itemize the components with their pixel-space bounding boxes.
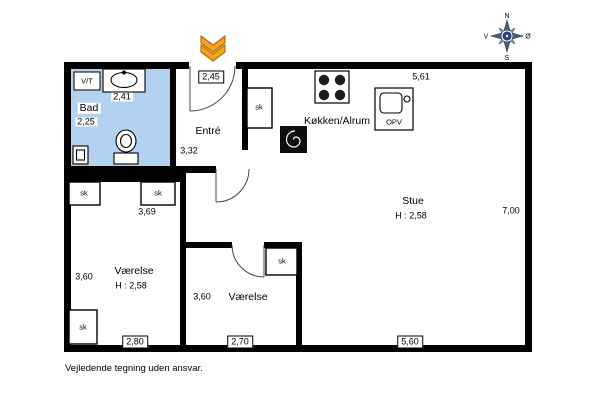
compass-south-label: S (505, 55, 510, 62)
dim-stue-depth: 7,00 (502, 205, 520, 216)
toilet-icon (113, 129, 139, 165)
entrance-arrow-icon (200, 35, 226, 62)
dim-entre-depth: 3,32 (180, 145, 198, 156)
dim-bad-width: 2,41 (111, 91, 133, 102)
closet-label-entre: sk (255, 102, 263, 112)
dim-vaerelse1-width: 2,80 (122, 335, 148, 349)
room-label-kokken-alrum: Køkken/Alrum (304, 114, 370, 127)
room-label-vaerelse2: Værelse (228, 290, 268, 303)
closet-label-vaerelse2: sk (278, 256, 286, 266)
compass-north-label: N (504, 13, 509, 20)
vt-label: V/T (81, 76, 93, 86)
dim-kokken-width: 5,61 (412, 71, 430, 82)
drain-icon (72, 145, 89, 165)
ventilation-spiral-icon (280, 126, 307, 153)
dim-vaerelse2-depth: 3,60 (193, 291, 211, 302)
room-label-stue: Stue (402, 194, 424, 207)
compass-rose-icon: N Ø S V (484, 13, 532, 62)
closet-label-vaerelse1-bottom: sk (79, 322, 87, 332)
dim-bad-depth: 2,25 (75, 116, 97, 127)
closet-label-vaerelse1-right: sk (154, 188, 162, 198)
washbasin-icon (102, 68, 146, 93)
walls (64, 62, 532, 352)
room-label-entre: Entré (195, 124, 221, 137)
dim-vaerelse2-width: 2,70 (227, 335, 253, 349)
opv-label: OPV (386, 117, 402, 127)
closet-label-vaerelse1-left: sk (80, 188, 88, 198)
dim-entrance-width: 2,45 (198, 70, 224, 84)
dim-stue-width: 5,60 (397, 335, 423, 349)
ceiling-height-vaerelse1: H : 2,58 (115, 280, 147, 291)
closet-boxes (68, 87, 298, 345)
disclaimer-text: Vejledende tegning uden ansvar. (65, 363, 203, 374)
dim-vaerelse1-depth: 3,60 (75, 271, 93, 282)
door-swings (189, 65, 265, 278)
room-label-bad: Bad (77, 101, 101, 114)
vt-box (73, 71, 101, 91)
dim-vaerelse1-inner-width: 3,69 (138, 206, 156, 217)
dishwasher-sink-icon (374, 87, 414, 131)
ceiling-height-stue: H : 2,58 (395, 210, 427, 221)
compass-east-label: Ø (525, 34, 531, 41)
compass-west-label: V (484, 34, 489, 41)
room-label-vaerelse1: Værelse (114, 264, 154, 277)
stove-icon (314, 70, 350, 104)
